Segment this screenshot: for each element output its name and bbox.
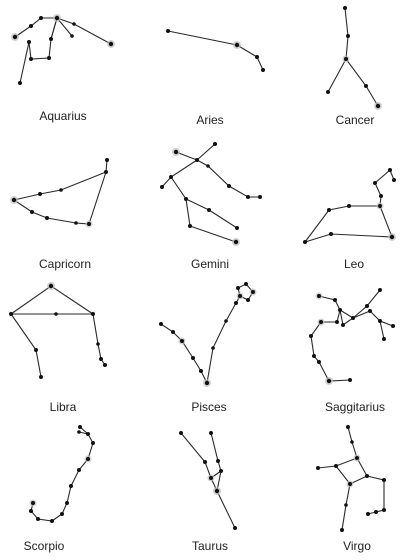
constellation-label-taurus: Taurus <box>192 539 228 553</box>
constellation-aquarius: Aquarius <box>11 14 115 123</box>
capricorn-lines <box>13 159 108 225</box>
constellation-label-aries: Aries <box>196 113 223 127</box>
constellation-gemini: Gemini <box>160 142 262 271</box>
taurus-lines <box>180 432 236 529</box>
constellation-label-cancer: Cancer <box>336 113 375 127</box>
constellation-label-gemini: Gemini <box>191 257 229 271</box>
leo-lines <box>304 169 395 243</box>
constellation-libra: Libra <box>9 282 107 414</box>
scorpio-stars <box>29 425 95 523</box>
aquarius-lines <box>14 17 112 84</box>
constellation-taurus: Taurus <box>179 431 237 553</box>
gemini-stars <box>160 142 262 246</box>
constellation-pisces: Pisces <box>159 282 257 414</box>
cancer-stars <box>326 6 382 110</box>
saggitarius-stars <box>309 288 395 385</box>
constellation-label-saggitarius: Saggitarius <box>325 400 385 414</box>
leo-stars <box>303 168 396 244</box>
constellation-label-virgo: Virgo <box>343 539 371 553</box>
constellation-cancer: Cancer <box>326 6 382 127</box>
constellation-capricorn: Capricorn <box>10 158 109 271</box>
capricorn-stars <box>10 158 109 228</box>
constellation-virgo: Virgo <box>316 425 386 553</box>
constellation-scorpio: Scorpio <box>24 425 95 553</box>
constellation-aries: Aries <box>166 29 265 127</box>
scorpio-lines <box>30 426 94 522</box>
constellation-label-pisces: Pisces <box>191 400 226 414</box>
aries-stars <box>166 29 265 72</box>
libra-lines <box>10 285 106 378</box>
saggitarius-lines <box>310 289 394 382</box>
constellation-label-aquarius: Aquarius <box>39 109 86 123</box>
taurus-stars <box>179 431 237 530</box>
virgo-stars <box>316 425 386 532</box>
libra-stars <box>9 282 107 379</box>
pisces-stars <box>159 282 257 387</box>
gemini-lines <box>161 143 261 243</box>
constellation-saggitarius: Saggitarius <box>309 288 395 414</box>
constellation-label-leo: Leo <box>344 257 364 271</box>
constellation-label-scorpio: Scorpio <box>24 539 65 553</box>
aries-lines <box>167 30 264 71</box>
constellation-label-libra: Libra <box>50 400 77 414</box>
aquarius-stars <box>11 14 115 85</box>
constellation-label-capricorn: Capricorn <box>39 257 91 271</box>
constellation-leo: Leo <box>303 168 396 271</box>
cancer-lines <box>327 7 379 107</box>
